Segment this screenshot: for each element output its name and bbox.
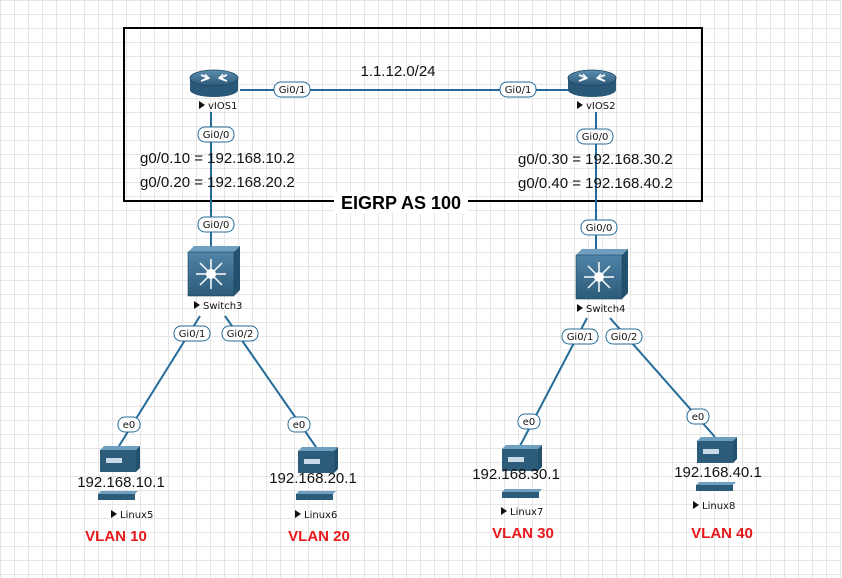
iface-label: Gi0/1 [561,328,599,345]
host-ip: 192.168.40.1 [674,464,762,481]
iface-label: Gi0/1 [173,325,211,342]
svg-text:Gi0/0: Gi0/0 [203,220,230,231]
switch-switch4[interactable]: Switch4 [575,249,628,315]
host-linux8[interactable]: 192.168.40.1 Linux8 VLAN 40 [674,437,762,542]
svg-text:Gi0/0: Gi0/0 [582,132,609,143]
svg-text:Gi0/2: Gi0/2 [611,332,638,343]
l3-switch-icon [575,249,628,300]
svg-text:Gi0/0: Gi0/0 [203,130,230,141]
iface-label: Gi0/1 [273,81,311,98]
eigrp-title: EIGRP AS 100 [341,193,461,213]
vios1-subif: g0/0.10 = 192.168.10.2 [140,150,295,167]
keyboard-icon [502,489,542,498]
vios2-subif: g0/0.40 = 192.168.40.2 [518,175,673,192]
play-icon [194,301,200,309]
iface-label: Gi0/2 [221,325,259,342]
keyboard-icon [98,491,138,500]
node-label: Switch3 [203,301,242,312]
host-ip: 192.168.20.1 [269,470,357,487]
vlan-label: VLAN 10 [85,528,147,545]
svg-text:e0: e0 [293,420,306,431]
server-icon [100,446,140,472]
svg-text:Gi0/1: Gi0/1 [279,85,306,96]
host-linux5[interactable]: 192.168.10.1 Linux5 VLAN 10 [77,446,165,545]
keyboard-icon [296,491,336,500]
iface-label: Gi0/0 [576,128,614,145]
node-label: Switch4 [586,304,625,315]
host-linux6[interactable]: 192.168.20.1 Linux6 VLAN 20 [269,447,357,545]
iface-label: e0 [117,416,141,433]
iface-label: e0 [287,416,311,433]
router-icon [567,69,617,97]
play-icon [501,507,507,515]
vlan-label: VLAN 20 [288,528,350,545]
play-icon [693,501,699,509]
iface-labels: Gi0/1 Gi0/1 Gi0/0 Gi0/0 Gi0/0 Gi0/0 Gi0/… [117,81,710,433]
node-label: vIOS1 [208,101,237,112]
vlan-label: VLAN 40 [691,525,753,542]
link-subnet-label: 1.1.12.0/24 [360,63,435,80]
svg-text:Gi0/1: Gi0/1 [179,329,206,340]
keyboard-icon [696,482,736,491]
svg-text:Gi0/1: Gi0/1 [567,332,594,343]
switch-switch3[interactable]: Switch3 [187,246,242,312]
node-label: vIOS2 [586,101,615,112]
host-ip: 192.168.30.1 [472,466,560,483]
svg-text:Gi0/0: Gi0/0 [586,223,613,234]
svg-text:Gi0/1: Gi0/1 [505,85,532,96]
host-linux7[interactable]: 192.168.30.1 Linux7 VLAN 30 [472,445,560,542]
iface-label: e0 [686,408,710,425]
iface-label: Gi0/1 [499,81,537,98]
server-icon [298,447,338,473]
vios1-subif: g0/0.20 = 192.168.20.2 [140,174,295,191]
play-icon [111,510,117,518]
svg-text:Gi0/2: Gi0/2 [227,329,254,340]
iface-label: e0 [517,413,541,430]
play-icon [295,510,301,518]
iface-label: Gi0/2 [605,328,643,345]
node-label: Linux6 [304,510,337,521]
iface-label: Gi0/0 [580,219,618,236]
svg-text:e0: e0 [692,412,705,423]
router-vios2[interactable]: vIOS2 [567,69,617,112]
node-label: Linux7 [510,507,543,518]
play-icon [577,101,583,109]
iface-label: Gi0/0 [197,216,235,233]
router-vios1[interactable]: vIOS1 [189,69,239,112]
iface-label: Gi0/0 [197,126,235,143]
server-icon [502,445,542,471]
server-icon [697,437,737,463]
svg-text:e0: e0 [123,420,136,431]
play-icon [199,101,205,109]
l3-switch-icon [187,246,240,297]
node-label: Linux5 [120,510,153,521]
host-ip: 192.168.10.1 [77,474,165,491]
vlan-label: VLAN 30 [492,525,554,542]
play-icon [577,304,583,312]
node-label: Linux8 [702,501,735,512]
svg-text:e0: e0 [523,417,536,428]
eigrp-title-bg [334,191,468,213]
vios2-subif: g0/0.30 = 192.168.30.2 [518,151,673,168]
router-icon [189,69,239,97]
